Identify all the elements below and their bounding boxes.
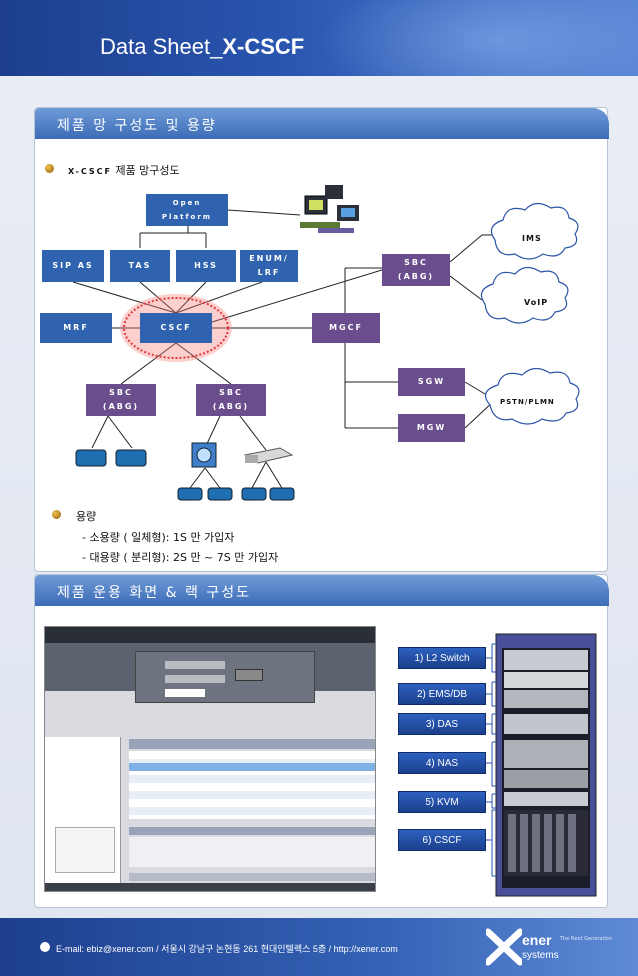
node-cscf: CSCF <box>140 313 212 343</box>
node-tas: TAS <box>110 250 170 282</box>
logo-sub: systems <box>522 950 559 961</box>
diagram-heading: X-CSCF 제품 망구성도 <box>68 164 180 177</box>
rack-label-cscf: 6) CSCF <box>398 829 486 851</box>
router-icon <box>191 442 217 468</box>
bullet-icon <box>45 164 54 173</box>
node-sbc-left: SBC(ABG) <box>86 384 156 416</box>
node-mgw: MGW <box>398 414 465 442</box>
rack-label-nas: 4) NAS <box>398 752 486 774</box>
header-glow <box>318 0 638 76</box>
logo-tagline: The Next Generation <box>560 936 613 942</box>
rack-label-l2-switch: 1) L2 Switch <box>398 647 486 669</box>
node-sip-as: SIP AS <box>42 250 104 282</box>
capacity-heading: 용량 <box>76 510 97 523</box>
logo-wordmark: ener <box>522 932 552 948</box>
node-mrf: MRF <box>40 313 112 343</box>
computers-icon <box>300 185 359 233</box>
rack-label-ems-db: 2) EMS/DB <box>398 683 486 705</box>
node-hss: HSS <box>176 250 236 282</box>
rack-label-kvm: 5) KVM <box>398 791 486 813</box>
node-sgw: SGW <box>398 368 465 396</box>
section-title-network: 제품 망 구성도 및 용량 <box>35 108 609 139</box>
bullet-icon <box>52 510 61 519</box>
header-banner: Data Sheet_X-CSCF <box>0 0 638 76</box>
footer-contact-info: E-mail: ebiz@xener.com / 서울시 강남구 논현동 261… <box>56 944 398 954</box>
switch-icon <box>243 447 294 464</box>
footer-bar: E-mail: ebiz@xener.com / 서울시 강남구 논현동 261… <box>0 918 638 976</box>
section-title-operation: 제품 운용 화면 & 랙 구성도 <box>35 575 609 606</box>
node-sbc-right: SBC(ABG) <box>196 384 266 416</box>
footer-bullet-icon <box>40 942 50 952</box>
node-enum-lrf: ENUM/LRF <box>240 250 298 282</box>
management-screen-image <box>44 626 376 892</box>
rack-label-das: 3) DAS <box>398 713 486 735</box>
xener-logo-icon <box>484 928 524 966</box>
cloud-ims-label: IMS <box>522 234 542 243</box>
node-mgcf: MGCF <box>312 313 380 343</box>
node-sbc-top: SBC(ABG) <box>382 254 450 286</box>
capacity-item-large: - 대용량 ( 분리형): 2S 만 ~ 7S 만 가입자 <box>82 551 279 564</box>
cloud-pstn-label: PSTN/PLMN <box>500 398 555 406</box>
cloud-voip-label: VoIP <box>524 298 549 307</box>
page-title: Data Sheet_X-CSCF <box>100 34 305 59</box>
capacity-item-small: - 소용량 ( 일체형): 1S 만 가입자 <box>82 531 235 544</box>
